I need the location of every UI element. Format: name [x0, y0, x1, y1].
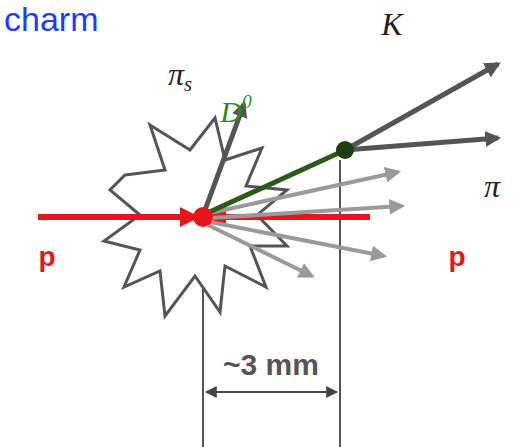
dimension-label: ~3 mm	[223, 350, 319, 380]
track-arrow	[210, 206, 402, 218]
particle-label: π	[484, 170, 500, 202]
dimension-line	[339, 160, 341, 447]
d0-flight-line	[205, 151, 343, 214]
beam-label: p	[448, 243, 465, 271]
slide-title: charm	[4, 2, 98, 36]
decay-vertex	[336, 141, 354, 159]
track-arrow	[345, 64, 498, 150]
collision-vertex	[193, 207, 213, 227]
beam-label: p	[38, 243, 55, 271]
track-arrow	[208, 225, 312, 276]
track-arrow	[345, 138, 498, 150]
beam-arrow	[150, 214, 196, 220]
particle-label: D0	[220, 92, 251, 127]
particle-label: πs	[168, 58, 192, 95]
dimension-arrow	[206, 391, 337, 393]
particle-label: K	[381, 8, 402, 40]
